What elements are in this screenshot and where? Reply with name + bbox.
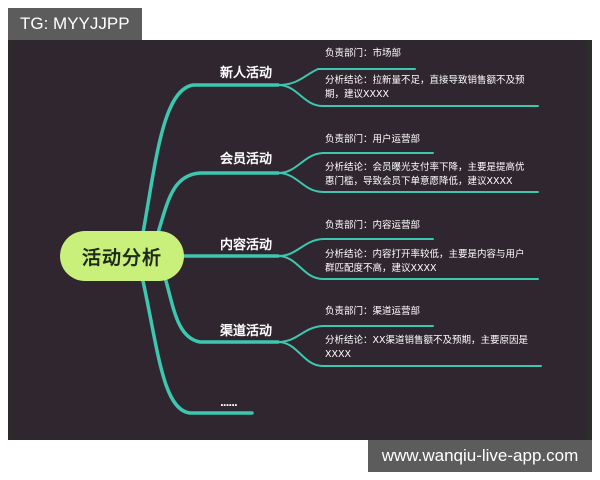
root-node[interactable]: 活动分析 bbox=[60, 231, 184, 281]
canvas-right-edge bbox=[586, 40, 592, 440]
mindmap-canvas: 活动分析 新人活动 负责部门：市场部 分析结论：拉新量不足，直接导致销售额不及预… bbox=[8, 40, 592, 440]
leaf-owner[interactable]: 负责部门：内容运营部 bbox=[325, 220, 421, 231]
branch-node-member[interactable]: 会员活动 bbox=[220, 152, 273, 167]
branch-node-new-user[interactable]: 新人活动 bbox=[220, 66, 273, 81]
leaf-conclusion[interactable]: 分析结论：会员曝光支付率下降，主要是提高优惠门槛，导致会员下单意愿降低，建议XX… bbox=[325, 162, 525, 187]
leaf-owner[interactable]: 负责部门：市场部 bbox=[325, 48, 402, 59]
link-root-branch-1 bbox=[141, 83, 280, 235]
leaf-conclusion[interactable]: 分析结论：XX渠道销售额不及预期，主要原因是XXXX bbox=[325, 335, 529, 360]
branch-node-content[interactable]: 内容活动 bbox=[220, 238, 273, 253]
leaf-owner[interactable]: 负责部门：用户运营部 bbox=[325, 134, 421, 145]
branch-node-channel[interactable]: 渠道活动 bbox=[220, 324, 273, 339]
leaf-owner[interactable]: 负责部门：渠道运营部 bbox=[325, 306, 421, 317]
watermark-top: TG: MYYJJPP bbox=[8, 8, 142, 40]
watermark-bottom: www.wanqiu-live-app.com bbox=[368, 440, 592, 472]
mindmap-links bbox=[141, 68, 542, 415]
branch-node-more[interactable]: ...... bbox=[220, 398, 238, 409]
canvas-left-edge bbox=[8, 40, 14, 440]
leaf-conclusion[interactable]: 分析结论：拉新量不足，直接导致销售额不及预期，建议XXXX bbox=[325, 75, 525, 100]
leaf-conclusion[interactable]: 分析结论：内容打开率较低，主要是内容与用户群匹配度不高，建议XXXX bbox=[325, 249, 525, 274]
